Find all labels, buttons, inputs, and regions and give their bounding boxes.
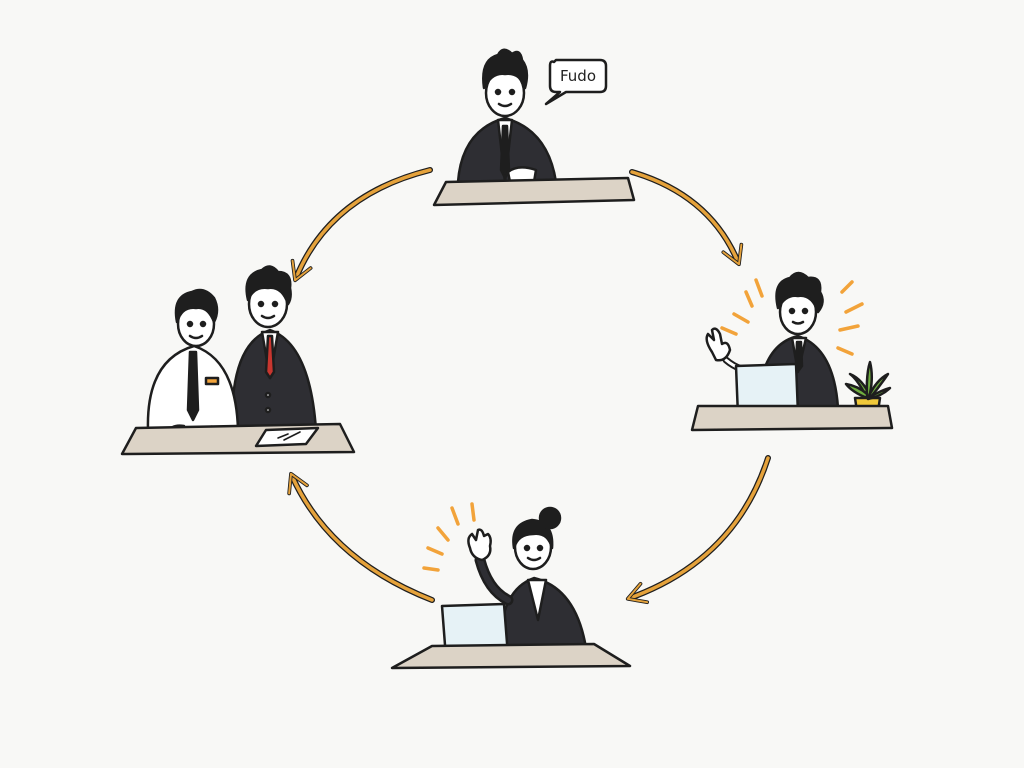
bottom-excitement-lines: [422, 502, 476, 572]
node-left-two-businessmen-at-desk: [120, 265, 356, 456]
cycle-arrow-top-to-right: [629, 169, 744, 267]
left-person-suit-hair: [245, 265, 292, 306]
bottom-desk: [390, 642, 632, 670]
right-person-waving-hand: [705, 327, 732, 362]
node-right-businessman-waving: [690, 271, 894, 432]
node-top-businessman-speaking: [432, 48, 636, 207]
left-person-suit-body: [230, 328, 318, 432]
left-desk: [120, 422, 356, 456]
bottom-person-hair-bun: [538, 506, 562, 530]
cycle-arrow-left-to-top: [290, 167, 433, 283]
cycle-arrow-bottom-to-left: [287, 471, 435, 603]
bottom-person-raised-hand: [467, 528, 492, 562]
right-person-hair: [775, 271, 824, 314]
right-excitement-lines: [720, 278, 864, 356]
speech-bubble: [544, 58, 608, 106]
left-person-shirt-hair: [174, 288, 219, 324]
node-bottom-businesswoman-raising-hand: [390, 506, 632, 670]
top-person-hair: [482, 48, 529, 90]
bottom-person-hair: [512, 518, 554, 550]
speech-bubble-text: Fudo: [560, 67, 596, 85]
cycle-arrow-right-to-bottom: [625, 455, 771, 605]
right-desk: [690, 404, 894, 432]
document-paper-icon: [254, 426, 320, 448]
top-desk: [432, 176, 636, 207]
plant-icon: [844, 360, 892, 401]
